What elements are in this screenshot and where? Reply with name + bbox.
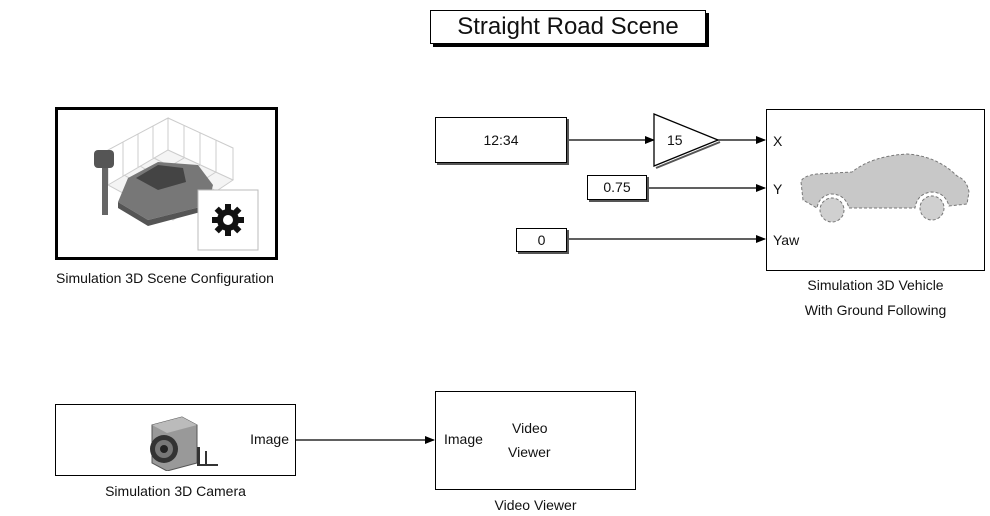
constant-x-block[interactable]: 12:34 bbox=[435, 117, 567, 163]
video-viewer-inner-line1: Video bbox=[512, 420, 548, 436]
video-viewer-label: Video Viewer bbox=[494, 497, 577, 513]
vehicle-label-line1: Simulation 3D Vehicle bbox=[807, 277, 944, 293]
camera-port-image: Image bbox=[250, 431, 289, 447]
camera-label: Simulation 3D Camera bbox=[105, 483, 246, 499]
video-viewer-inner-line2: Viewer bbox=[508, 444, 551, 460]
camera-icon bbox=[150, 416, 218, 471]
video-viewer-block[interactable]: Image Video Viewer bbox=[435, 391, 636, 490]
gain-block[interactable]: 15 bbox=[652, 112, 722, 170]
vehicle-port-y: Y bbox=[773, 181, 783, 197]
video-viewer-port-image: Image bbox=[444, 431, 483, 447]
scene-configuration-block[interactable] bbox=[55, 107, 278, 260]
car-silhouette-icon bbox=[800, 153, 970, 223]
gain-value: 15 bbox=[667, 132, 683, 148]
scene-configuration-label: Simulation 3D Scene Configuration bbox=[56, 270, 274, 286]
constant-yaw-block[interactable]: 0 bbox=[516, 228, 567, 252]
vehicle-port-yaw: Yaw bbox=[773, 232, 800, 248]
camera-block[interactable]: Image bbox=[55, 404, 296, 476]
constant-y-block[interactable]: 0.75 bbox=[587, 175, 647, 200]
vehicle-block[interactable]: X Y Yaw bbox=[766, 109, 985, 271]
scene-configuration-icon bbox=[94, 117, 259, 251]
vehicle-port-x: X bbox=[773, 133, 783, 149]
model-title[interactable]: Straight Road Scene bbox=[430, 10, 706, 44]
vehicle-label-line2: With Ground Following bbox=[804, 302, 947, 318]
